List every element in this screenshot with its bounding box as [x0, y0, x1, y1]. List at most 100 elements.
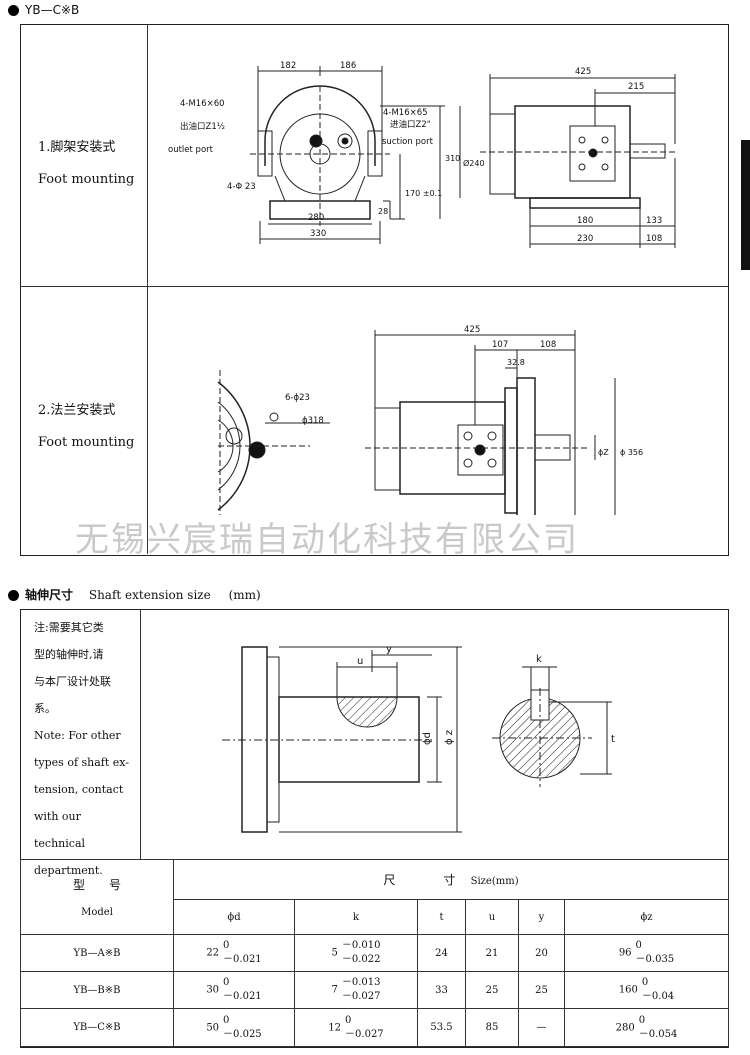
- shaft-y: y: [386, 644, 392, 655]
- dim-108: 108: [646, 234, 662, 244]
- mounting-table: [20, 24, 729, 556]
- cell-y: —: [518, 1008, 565, 1047]
- dim2-108: 108: [540, 340, 556, 350]
- tol-lower: －0.022: [341, 954, 381, 965]
- edge-bar: [741, 140, 750, 270]
- note-cn-line: 与本厂设计处联: [34, 675, 111, 688]
- shaft-title-cn: 轴伸尺寸: [25, 588, 74, 602]
- shaft-u: u: [357, 656, 363, 667]
- dim-280: 280: [308, 213, 324, 223]
- cell-model: YB—B※B: [20, 971, 174, 1009]
- cell-t: 53.5: [417, 1008, 466, 1047]
- tol-upper: 0: [345, 1014, 352, 1026]
- dim-240: Ø240: [463, 158, 485, 168]
- foot-mount-drawing: 182 186 4-M16×60 出油口Z1½ outlet port 4-M1…: [168, 61, 676, 248]
- mounting-divider-h: [20, 286, 729, 287]
- cell-t: 24: [417, 934, 466, 972]
- tol-upper: 0: [638, 1014, 646, 1026]
- cell-z-val: 96: [618, 947, 632, 959]
- tol-upper: 0: [223, 1014, 230, 1026]
- outlet-en: outlet port: [168, 145, 214, 155]
- size-header-en: Size(mm): [470, 876, 519, 887]
- suction-cn: 进油口Z2": [390, 119, 431, 130]
- shaft-k: k: [536, 654, 542, 665]
- dim-186: 186: [340, 61, 356, 71]
- dim2-425: 425: [464, 325, 480, 335]
- tol-lower: －0.027: [345, 1028, 384, 1040]
- cell-k-val: 5: [331, 947, 338, 959]
- cell-k-val: 7: [331, 984, 338, 996]
- cell-d-val: 50: [206, 1022, 220, 1033]
- cell-model: YB—A※B: [20, 934, 174, 972]
- cell-u: 21: [465, 934, 519, 972]
- tol-upper: 0: [223, 977, 230, 988]
- section-title: YB—C※B: [8, 3, 79, 17]
- cell-model: YB—C※B: [20, 1008, 174, 1047]
- bolt-outlet: 4-M16×60: [180, 99, 225, 109]
- col-t: t: [417, 899, 466, 935]
- tol-upper: 0: [223, 940, 230, 951]
- cell-k: 5－0.010 －0.022: [294, 934, 418, 972]
- cell-d-val: 22: [206, 947, 220, 959]
- shaft-title-unit: (mm): [228, 588, 261, 602]
- cell-z-val: 160: [618, 984, 638, 996]
- dim2-328: 32.8: [507, 358, 525, 367]
- cell-y: 25: [518, 971, 565, 1009]
- cell-y: 20: [518, 934, 565, 972]
- tol-upper: －0.010: [341, 940, 381, 951]
- col-z: ϕz: [564, 899, 729, 935]
- model-header-en: Model: [81, 907, 113, 918]
- tol-lower: －0.021: [223, 954, 262, 965]
- note-en-line: tension, contact: [34, 783, 124, 796]
- model-header: 型 号 Model: [20, 859, 174, 935]
- tol-lower: －0.04: [641, 991, 675, 1002]
- shaft-drawing: u y ϕd ϕ z k t: [222, 644, 615, 833]
- tol-upper: －0.013: [341, 977, 381, 988]
- note-en-line: with our technical: [34, 810, 86, 850]
- tol-lower: －0.025: [223, 1028, 262, 1040]
- col-d: ϕd: [173, 899, 295, 935]
- dim-425: 425: [575, 67, 591, 77]
- dim-182: 182: [280, 61, 296, 71]
- dim2-356: ϕ 356: [620, 448, 643, 457]
- note-cn-line: 系。: [34, 702, 56, 715]
- flange-mount-drawing: 425 107 108 32.8 6-ϕ23 ϕ318 ϕZ ϕ 356: [217, 325, 643, 515]
- tol-upper: 0: [635, 940, 642, 951]
- cell-u: 85: [465, 1008, 519, 1047]
- cell-z-val: 280: [615, 1022, 635, 1033]
- mount-label-1-cn: 1.脚架安装式: [38, 140, 116, 155]
- shaft-t: t: [611, 734, 615, 745]
- shaft-title-en: Shaft extension size: [88, 588, 211, 602]
- dim-230: 230: [577, 234, 593, 244]
- suction-en: suction port: [382, 137, 434, 147]
- mount-label-1: 1.脚架安装式 Foot mounting: [38, 132, 134, 196]
- mount-label-1-en: Foot mounting: [38, 172, 135, 187]
- col-y: y: [518, 899, 565, 935]
- size-header-cn: 尺 寸: [383, 873, 456, 887]
- dim2-z: ϕZ: [598, 448, 609, 457]
- cell-d-val: 30: [206, 984, 220, 996]
- dim-133: 133: [646, 216, 662, 226]
- cell-k: 7－0.013 －0.027: [294, 971, 418, 1009]
- note-en-line: types of shaft ex-: [34, 756, 130, 769]
- section-title-text: YB—C※B: [25, 3, 80, 17]
- model-header-cn: 型 号: [72, 878, 121, 892]
- shaft-z: ϕ z: [444, 730, 455, 745]
- dim-330: 330: [310, 229, 326, 239]
- tol-lower: －0.027: [341, 991, 381, 1002]
- cell-k-val: 12: [328, 1022, 342, 1033]
- shaft-size-table: 型 号 Model 尺 寸 Size(mm) ϕd k t u y ϕz YB—…: [20, 859, 729, 1047]
- mount-label-2-cn: 2.法兰安装式: [38, 403, 116, 418]
- shaft-box: [20, 609, 729, 1048]
- shaft-d: ϕd: [422, 732, 433, 745]
- dim-215: 215: [628, 82, 644, 92]
- dim2-318: ϕ318: [302, 416, 324, 426]
- cell-u: 25: [465, 971, 519, 1009]
